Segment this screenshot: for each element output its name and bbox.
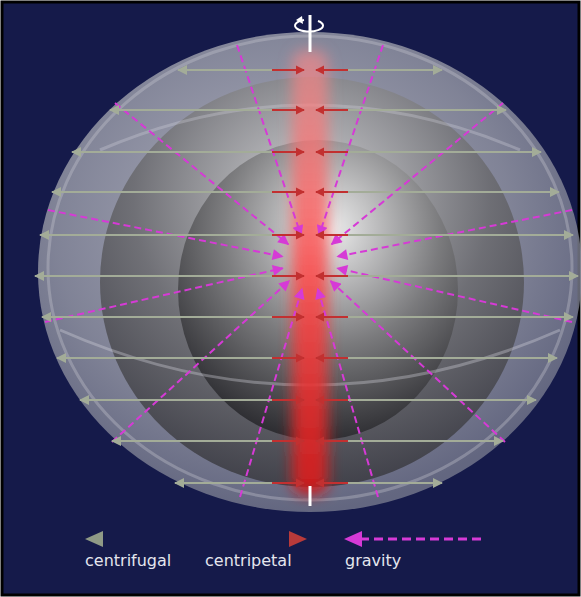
- rotation-axis: [309, 486, 312, 506]
- centripetal-arrow: [272, 109, 304, 111]
- gravity-arrow: [318, 289, 378, 497]
- centrifugal-arrow: [320, 357, 557, 359]
- legend-sample: [92, 538, 300, 541]
- centripetal-arrow: [272, 440, 304, 442]
- legend-label: gravity: [345, 551, 401, 570]
- gravity-arrow: [331, 281, 505, 442]
- centripetal-arrow: [272, 357, 304, 359]
- legend-sample: [360, 538, 486, 541]
- centrifugal-arrow: [40, 234, 300, 236]
- rotation-axis: [309, 15, 312, 52]
- centripetal-arrow: [272, 234, 304, 236]
- centripetal-arrow: [316, 440, 348, 442]
- gravity-arrow: [319, 45, 383, 235]
- outer-shell: [38, 32, 581, 512]
- centrifugal-arrow: [80, 399, 300, 401]
- centrifugal-arrow: [42, 316, 300, 318]
- centripetal-arrow: [316, 357, 348, 359]
- centrifugal-arrow: [112, 440, 300, 442]
- centrifugal-arrow: [320, 399, 536, 401]
- centrifugal-arrow: [110, 109, 300, 111]
- centripetal-arrow: [316, 191, 348, 193]
- centrifugal-arrow: [57, 357, 300, 359]
- centripetal-arrow: [272, 316, 304, 318]
- legend-label: centripetal: [205, 551, 292, 570]
- centripetal-arrow: [316, 399, 348, 401]
- gravity-arrow: [240, 289, 302, 497]
- gravity-arrow: [332, 103, 503, 244]
- centripetal-arrow: [316, 316, 348, 318]
- centrifugal-arrow: [72, 151, 300, 153]
- centripetal-arrow: [272, 191, 304, 193]
- centripetal-arrow: [272, 151, 304, 153]
- centripetal-arrow: [316, 69, 348, 71]
- centrifugal-arrow: [320, 316, 573, 318]
- axis-glow: [292, 50, 328, 495]
- centripetal-arrow: [316, 234, 348, 236]
- centrifugal-arrow: [52, 191, 300, 193]
- gravity-arrow: [115, 103, 288, 244]
- centrifugal-arrow: [320, 151, 541, 153]
- centripetal-arrow: [316, 109, 348, 111]
- centrifugal-arrow: [35, 275, 300, 277]
- centripetal-arrow: [316, 482, 348, 484]
- legend-label: centrifugal: [85, 551, 171, 570]
- centripetal-arrow: [272, 69, 304, 71]
- centripetal-arrow: [316, 275, 348, 277]
- gravity-arrow: [237, 45, 301, 235]
- centrifugal-arrow: [320, 234, 573, 236]
- centripetal-arrow: [272, 399, 304, 401]
- centrifugal-arrow: [320, 191, 559, 193]
- centripetal-arrow: [272, 482, 304, 484]
- centripetal-arrow: [316, 151, 348, 153]
- gravity-arrow: [337, 210, 572, 257]
- gravity-arrow: [48, 210, 283, 257]
- centrifugal-arrow: [320, 275, 578, 277]
- centripetal-arrow: [272, 275, 304, 277]
